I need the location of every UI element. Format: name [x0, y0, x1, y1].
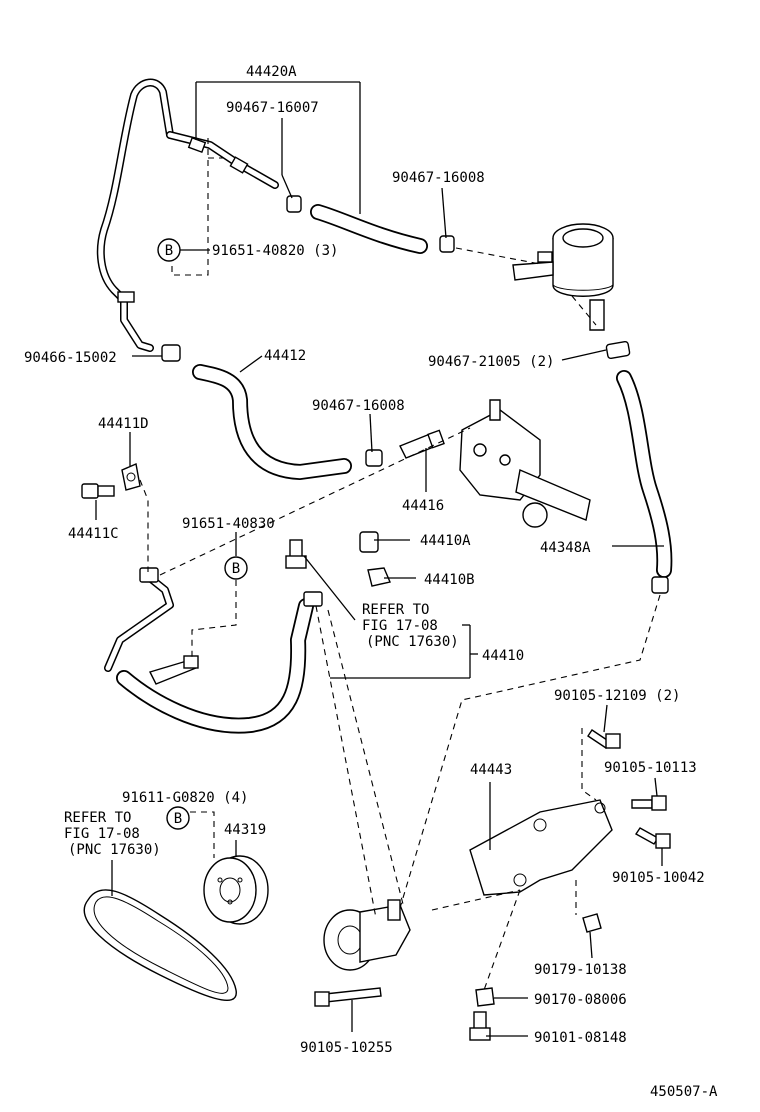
label-44411d: 44411D: [98, 416, 149, 432]
union-bolt-44411c: [81, 483, 115, 499]
label-90466-15002: 90466-15002: [24, 350, 117, 366]
label-90105-10042: 90105-10042: [612, 870, 705, 886]
nut-90170-08006: [475, 987, 495, 1007]
pressure-hose-44410: [104, 567, 323, 734]
label-90105-10113: 90105-10113: [604, 760, 697, 776]
label-90101-08148: 90101-08148: [534, 1030, 627, 1046]
label-90467-16007: 90467-16007: [226, 100, 319, 116]
power-steering-pump: [323, 899, 411, 971]
union-bolt-44410a: [359, 531, 379, 553]
label-91651-40830: 91651-40830: [182, 516, 275, 532]
label-91611-g0820: 91611-G0820 (4): [122, 790, 248, 806]
bolt-90101-08148: [469, 1011, 491, 1041]
label-90467-21005: 90467-21005 (2): [428, 354, 554, 370]
pressure-switch: [285, 539, 307, 569]
pump-bracket-44443: [469, 799, 613, 896]
svg-text:B: B: [174, 811, 182, 827]
bolt-90105-12109: [587, 729, 621, 749]
hose-clamp-90467-16007: [286, 195, 302, 213]
label-fig-17-08-2: FIG 17-08: [64, 826, 140, 842]
dashed-alignment-lines: [139, 138, 661, 991]
label-44410: 44410: [482, 648, 524, 664]
label-90170-08006: 90170-08006: [534, 992, 627, 1008]
gasket-44410b: [367, 567, 391, 587]
return-hose-44348a: [616, 370, 673, 578]
label-90179-10138: 90179-10138: [534, 962, 627, 978]
svg-text:B: B: [165, 243, 173, 259]
pulley-44319: [203, 855, 269, 925]
badge-b-91651-40820: B: [157, 238, 181, 262]
leader-lines: [95, 81, 664, 1037]
nut-90179-10138: [582, 913, 602, 933]
return-hose-upper: [310, 204, 428, 254]
hose-clamp-44348a-lower: [651, 576, 669, 594]
label-44410b: 44410B: [424, 572, 475, 588]
hose-clamp-90467-21005: [605, 340, 631, 360]
label-90467-16008-mid: 90467-16008: [312, 398, 405, 414]
label-refer-to-2: REFER TO: [64, 810, 131, 826]
badge-b-91611-g0820: B: [166, 806, 190, 830]
label-44319: 44319: [224, 822, 266, 838]
steering-gear-housing: [459, 399, 591, 528]
hose-clamp-90467-16008-mid: [365, 449, 383, 467]
v-belt: [83, 889, 237, 1001]
label-pnc-17630-2: (PNC 17630): [68, 842, 161, 858]
part-labels: 44420A 90467-16007 90467-16008 91651-408…: [24, 64, 718, 1100]
hose-clamp-90467-16008-top: [439, 235, 455, 253]
label-44412: 44412: [264, 348, 306, 364]
label-90467-16008-top: 90467-16008: [392, 170, 485, 186]
return-hose-44412: [192, 364, 352, 480]
label-44411c: 44411C: [68, 526, 119, 542]
label-fig-17-08-1: FIG 17-08: [362, 618, 438, 634]
label-44416: 44416: [402, 498, 444, 514]
figure-id: 450507-A: [650, 1084, 718, 1100]
badge-b-91651-40830: B: [224, 556, 248, 580]
label-90105-10255: 90105-10255: [300, 1040, 393, 1056]
label-44410a: 44410A: [420, 533, 471, 549]
svg-text:B: B: [232, 561, 240, 577]
reservoir-tank: [512, 223, 614, 331]
hose-clamp-90466-15002: [161, 344, 181, 362]
label-pnc-17630-1: (PNC 17630): [366, 634, 459, 650]
label-90105-12109: 90105-12109 (2): [554, 688, 680, 704]
label-91651-40820: 91651-40820 (3): [212, 243, 338, 259]
union-bolt-44416: [399, 429, 445, 459]
gasket-44411d: [121, 463, 141, 491]
label-44443: 44443: [470, 762, 512, 778]
pressure-pipe-44420a: [96, 78, 279, 352]
label-refer-to-1: REFER TO: [362, 602, 429, 618]
bolt-90105-10113: [631, 795, 667, 811]
label-44420a: 44420A: [246, 64, 297, 80]
label-44348a: 44348A: [540, 540, 591, 556]
bolt-90105-10255: [314, 987, 382, 1007]
bolt-90105-10042: [634, 827, 671, 849]
